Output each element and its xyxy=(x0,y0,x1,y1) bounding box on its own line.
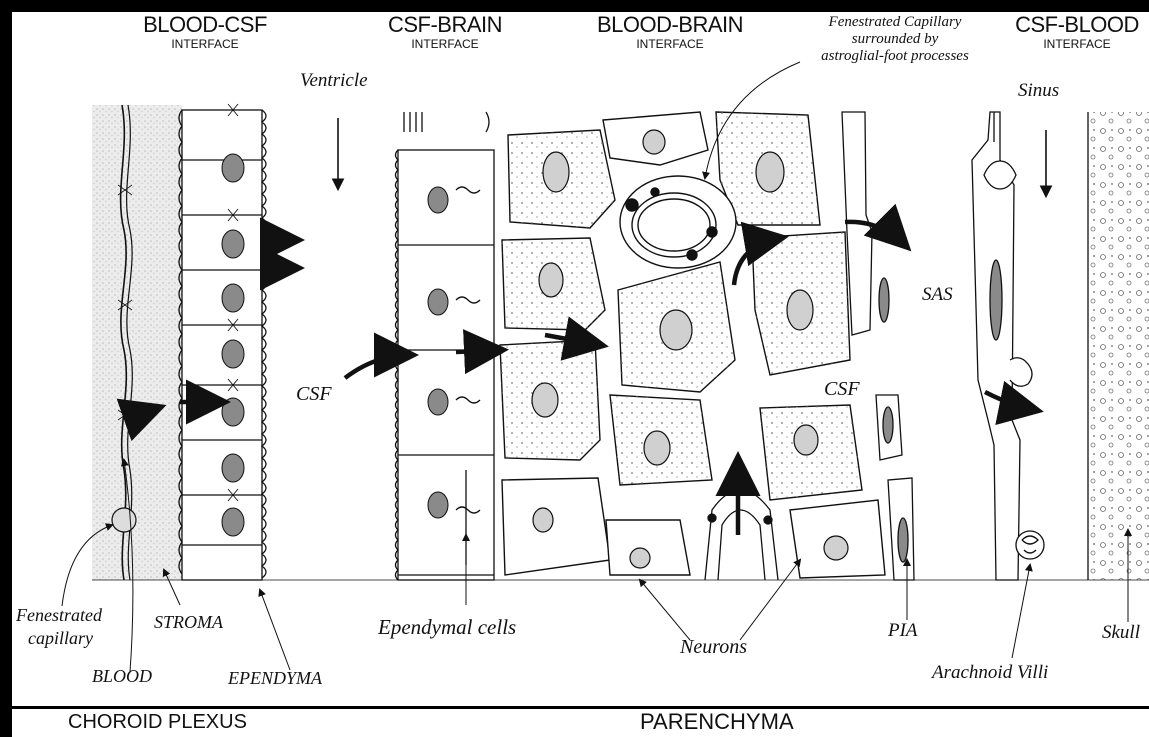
note-line-1: Fenestrated Capillary xyxy=(790,14,1000,31)
lower-capillary xyxy=(705,490,778,580)
ependymal-cells-label: Ependymal cells xyxy=(378,615,516,640)
header-csf-blood: CSF-BLOOD INTERFACE xyxy=(1005,14,1149,50)
note-line-3: astroglial-foot processes xyxy=(790,48,1000,65)
header-csf-brain: CSF-BRAIN INTERFACE xyxy=(370,14,520,50)
header-blood-brain: BLOOD-BRAIN INTERFACE xyxy=(580,14,760,50)
arachnoid-column xyxy=(972,112,1044,580)
header-subtitle: INTERFACE xyxy=(1005,38,1149,50)
astroglial-capillary xyxy=(620,176,736,268)
arachnoid-villi-label: Arachnoid Villi xyxy=(932,662,1048,684)
label-line-2: capillary xyxy=(16,627,102,650)
sinus-label: Sinus xyxy=(1018,80,1059,102)
neurons-label: Neurons xyxy=(680,636,747,659)
stroma-region xyxy=(92,105,182,580)
ventricle-label: Ventricle xyxy=(300,70,368,92)
choroid-plexus-label: CHOROID PLEXUS xyxy=(68,711,247,734)
header-blood-csf: BLOOD-CSF INTERFACE xyxy=(130,14,280,50)
ependyma-column xyxy=(179,110,266,580)
sas-label: SAS xyxy=(922,284,953,306)
header-title: BLOOD-BRAIN xyxy=(580,14,760,36)
fenestrated-capillary-note: Fenestrated Capillary surrounded by astr… xyxy=(790,14,1000,65)
note-line-2: surrounded by xyxy=(790,31,1000,48)
label-line-1: Fenestrated xyxy=(16,604,102,627)
csf-label-right: CSF xyxy=(824,378,860,401)
header-title: BLOOD-CSF xyxy=(130,14,280,36)
header-subtitle: INTERFACE xyxy=(370,38,520,50)
fenestrated-capillary-label: Fenestrated capillary xyxy=(16,604,102,649)
blood-label: BLOOD xyxy=(92,666,152,687)
header-subtitle: INTERFACE xyxy=(130,38,280,50)
header-subtitle: INTERFACE xyxy=(580,38,760,50)
stroma-label: STROMA xyxy=(154,612,223,633)
ependyma-label: EPENDYMA xyxy=(228,668,322,689)
skull-region xyxy=(1088,112,1149,580)
csf-label-left: CSF xyxy=(296,383,332,406)
parenchyma-label: PARENCHYMA xyxy=(640,709,794,735)
skull-label: Skull xyxy=(1102,622,1140,644)
pia-label: PIA xyxy=(888,620,918,642)
header-title: CSF-BLOOD xyxy=(1005,14,1149,36)
header-title: CSF-BRAIN xyxy=(370,14,520,36)
